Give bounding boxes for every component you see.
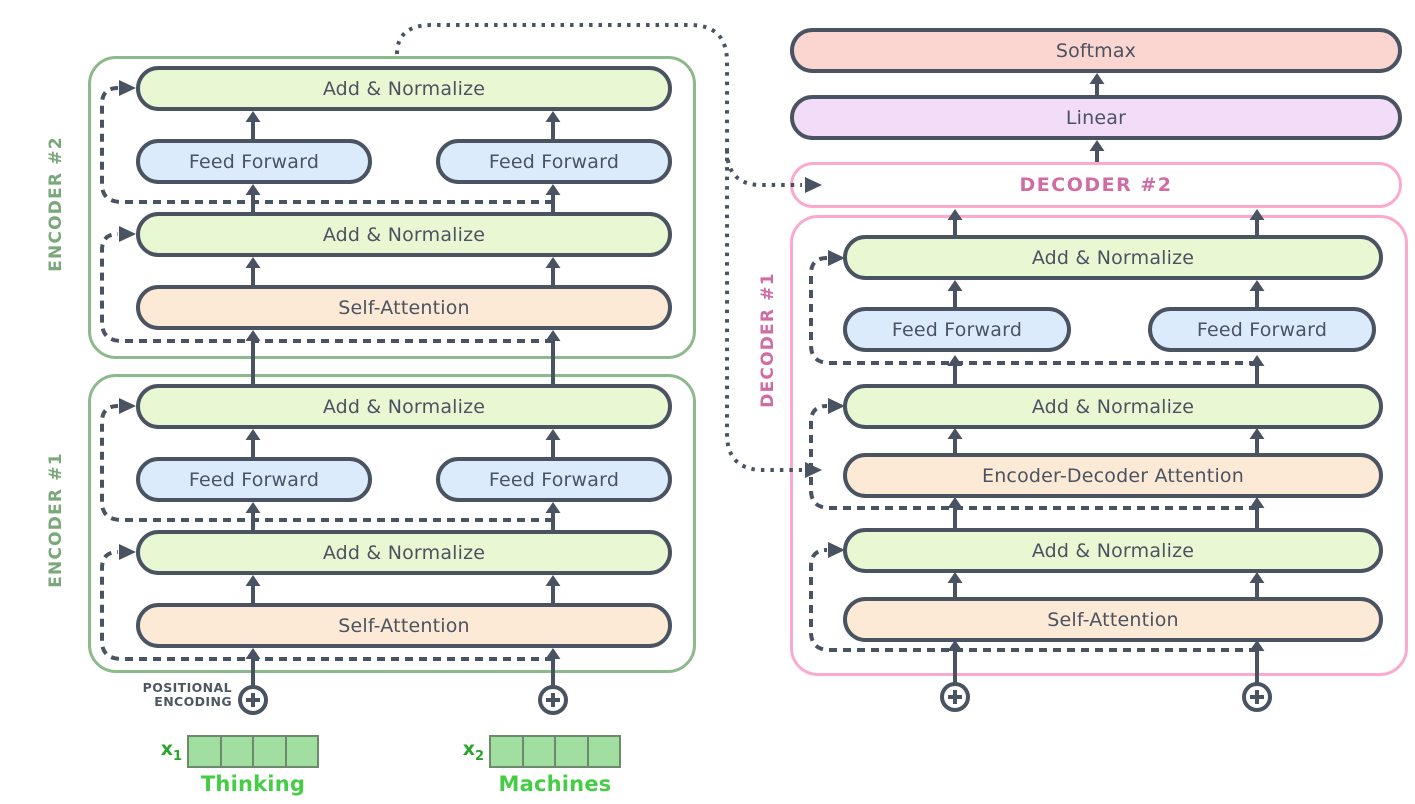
decoder1-feed-forward-left: Feed Forward: [843, 307, 1071, 352]
encoder1-feed-forward-left: Feed Forward: [136, 457, 372, 502]
flow-arrowhead: [1089, 73, 1105, 84]
encoder-1-container: [88, 374, 696, 673]
encoder2-self-attention: Self-Attention: [136, 285, 672, 330]
softmax-layer: Softmax: [790, 28, 1402, 73]
encoder2-add-normalize-top: Add & Normalize: [136, 66, 672, 111]
decoder-2-container: DECODER #2: [790, 162, 1402, 208]
positional-encoding-label: POSITIONAL ENCODING: [118, 681, 232, 709]
input-word-2: Machines: [498, 772, 612, 796]
circle-plus-icon: [940, 682, 970, 712]
encoder1-add-normalize-top: Add & Normalize: [136, 384, 672, 429]
positional-encoding-line1: POSITIONAL: [142, 680, 232, 695]
linear-layer: Linear: [790, 95, 1402, 140]
decoder1-add-normalize-top: Add & Normalize: [843, 235, 1383, 280]
embedding-cell: [554, 737, 587, 766]
encoder1-add-normalize-mid: Add & Normalize: [136, 530, 672, 575]
input-word-1: Thinking: [200, 772, 306, 796]
positional-encoding-line2: ENCODING: [154, 694, 232, 709]
x2-embedding-vector: [489, 735, 621, 768]
decoder1-feed-forward-right: Feed Forward: [1148, 307, 1376, 352]
encoder1-self-attention: Self-Attention: [136, 603, 672, 648]
embedding-cell: [252, 737, 285, 766]
decoder1-add-normalize-mid: Add & Normalize: [843, 384, 1383, 429]
encoder-1-label: ENCODER #1: [46, 452, 66, 588]
encoder-2-label: ENCODER #2: [46, 136, 66, 272]
encoder2-feed-forward-right: Feed Forward: [436, 139, 672, 184]
embedding-cell: [521, 737, 555, 766]
circle-plus-icon: [238, 685, 268, 715]
x2-label: x2: [462, 738, 484, 764]
embedding-cell: [284, 737, 318, 766]
flow-arrowhead: [1089, 140, 1105, 151]
circle-plus-icon: [1242, 682, 1272, 712]
embedding-cell: [189, 737, 220, 766]
embedding-cell: [586, 737, 620, 766]
encoder2-feed-forward-left: Feed Forward: [136, 139, 372, 184]
encoder1-feed-forward-right: Feed Forward: [436, 457, 672, 502]
decoder-1-label: DECODER #1: [758, 272, 778, 408]
embedding-cell: [491, 737, 522, 766]
x1-embedding-vector: [187, 735, 319, 768]
decoder1-encoder-decoder-attention: Encoder-Decoder Attention: [843, 453, 1383, 498]
circle-plus-icon: [538, 685, 568, 715]
encoder2-add-normalize-mid: Add & Normalize: [136, 212, 672, 257]
x1-label: x1: [160, 738, 182, 764]
embedding-cell: [219, 737, 253, 766]
decoder1-self-attention: Self-Attention: [843, 597, 1383, 642]
decoder1-add-normalize-bottom: Add & Normalize: [843, 528, 1383, 573]
